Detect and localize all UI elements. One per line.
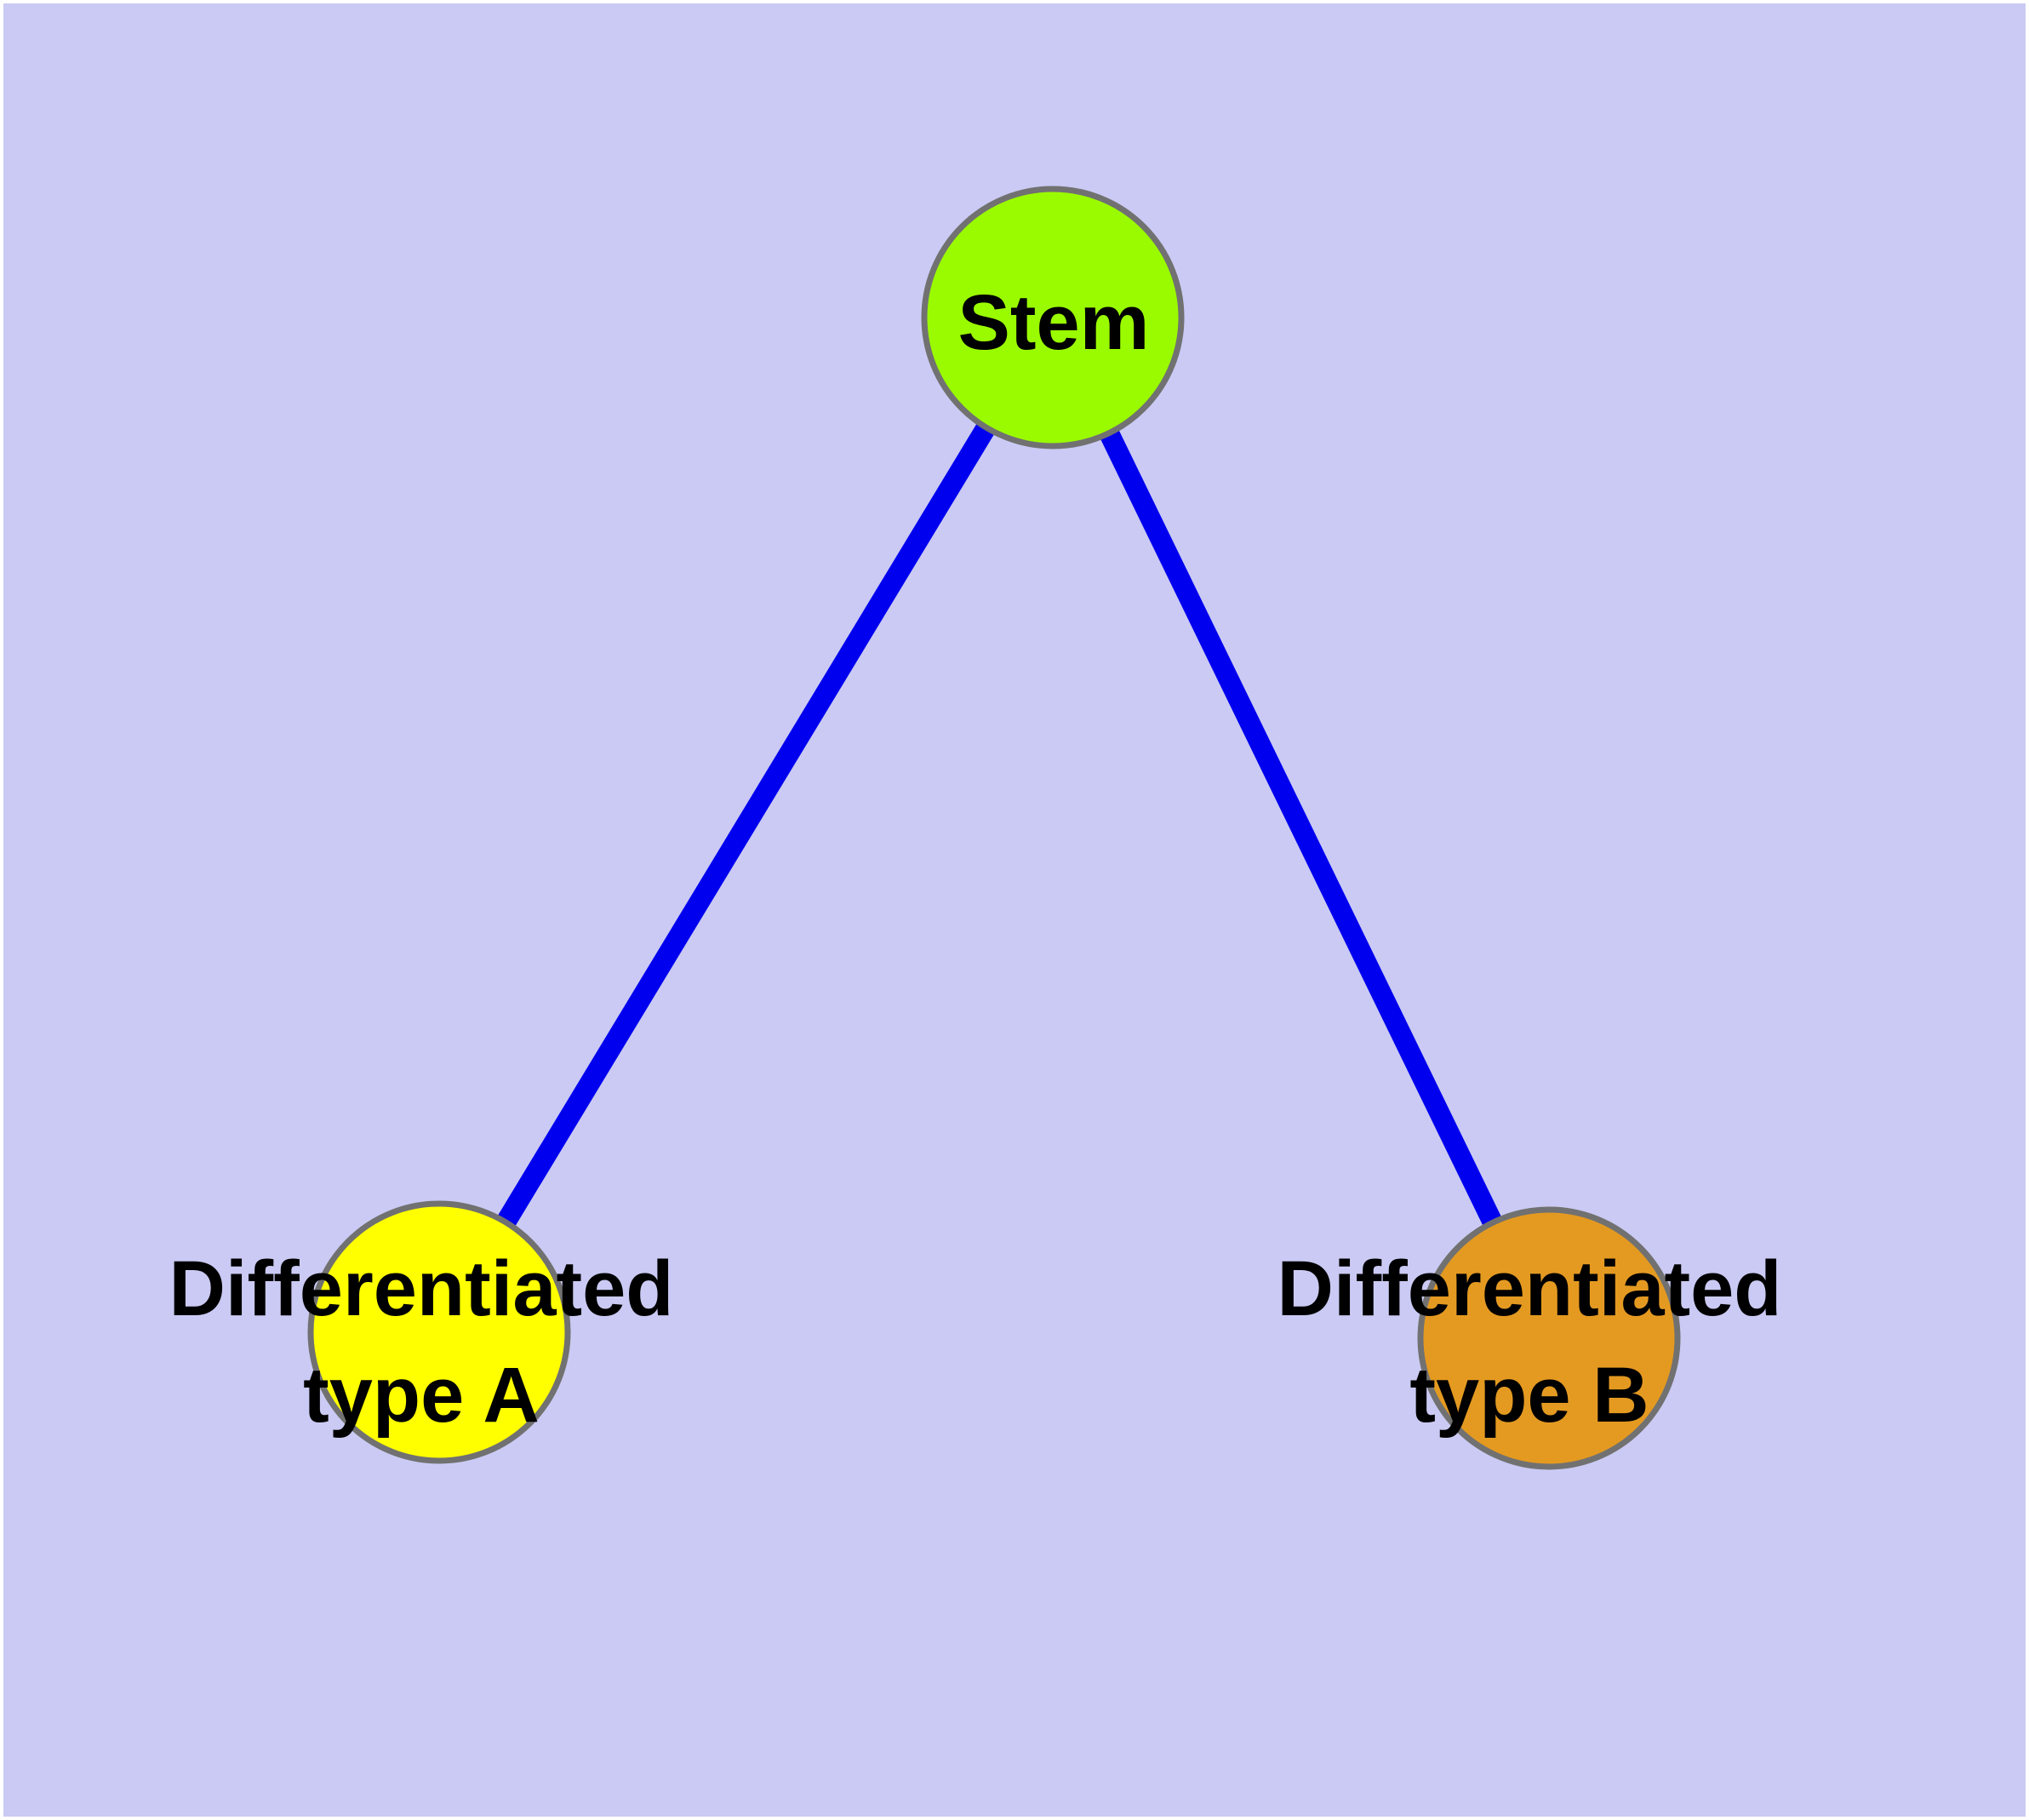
edge-stem-to-differentiated-type-b [1043,312,1558,1343]
node-differentiated-type-a-label-line2: type A [303,1352,540,1439]
node-differentiated-type-a-label-line1: Differentiated [169,1245,674,1332]
node-differentiated-type-a [307,1200,571,1464]
edge-stem-to-differentiated-type-a [430,312,1062,1338]
node-stem-label: Stem [958,279,1150,366]
node-differentiated-type-b [1417,1206,1681,1470]
node-differentiated-type-b-label-line2: type B [1409,1352,1649,1439]
node-differentiated-type-b-label-line1: Differentiated [1277,1245,1782,1332]
node-stem [921,186,1185,449]
